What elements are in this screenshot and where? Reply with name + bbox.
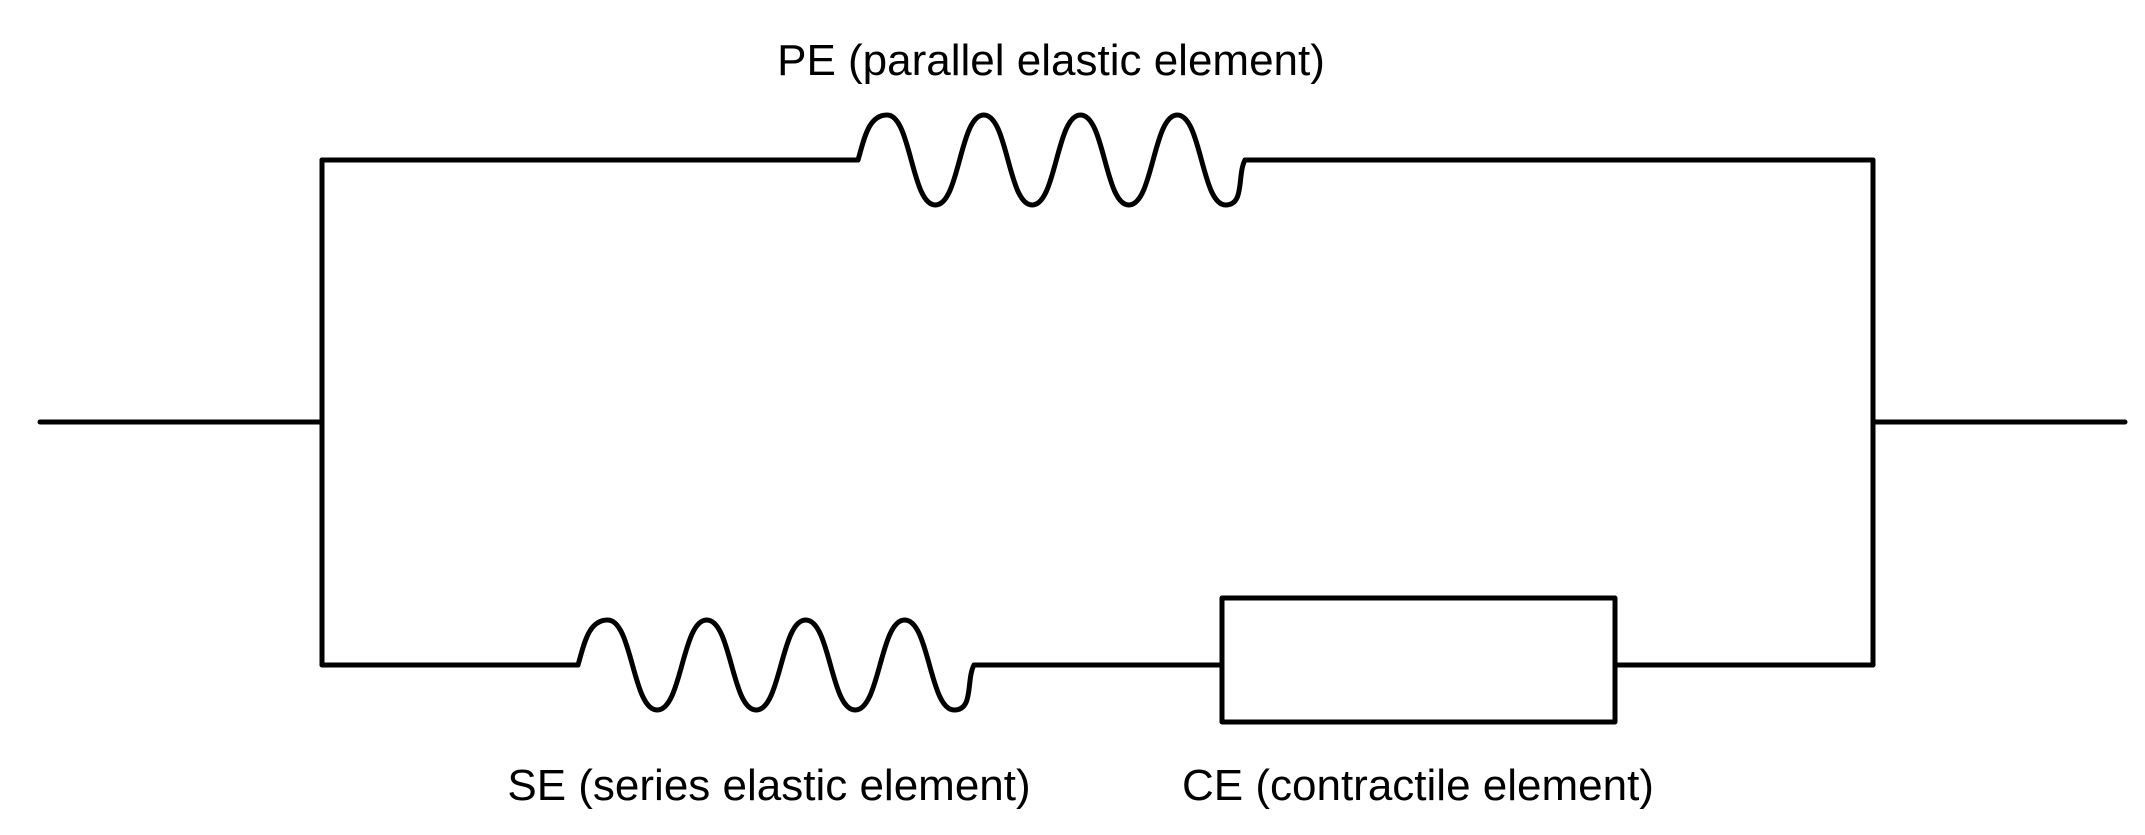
ce-label: CE (contractile element): [1182, 761, 1654, 810]
se-label: SE (series elastic element): [507, 761, 1030, 810]
se-spring: [575, 617, 977, 713]
ce-box: [1219, 595, 1618, 725]
pe-spring: [855, 112, 1248, 208]
pe-label: PE (parallel elastic element): [777, 36, 1325, 85]
